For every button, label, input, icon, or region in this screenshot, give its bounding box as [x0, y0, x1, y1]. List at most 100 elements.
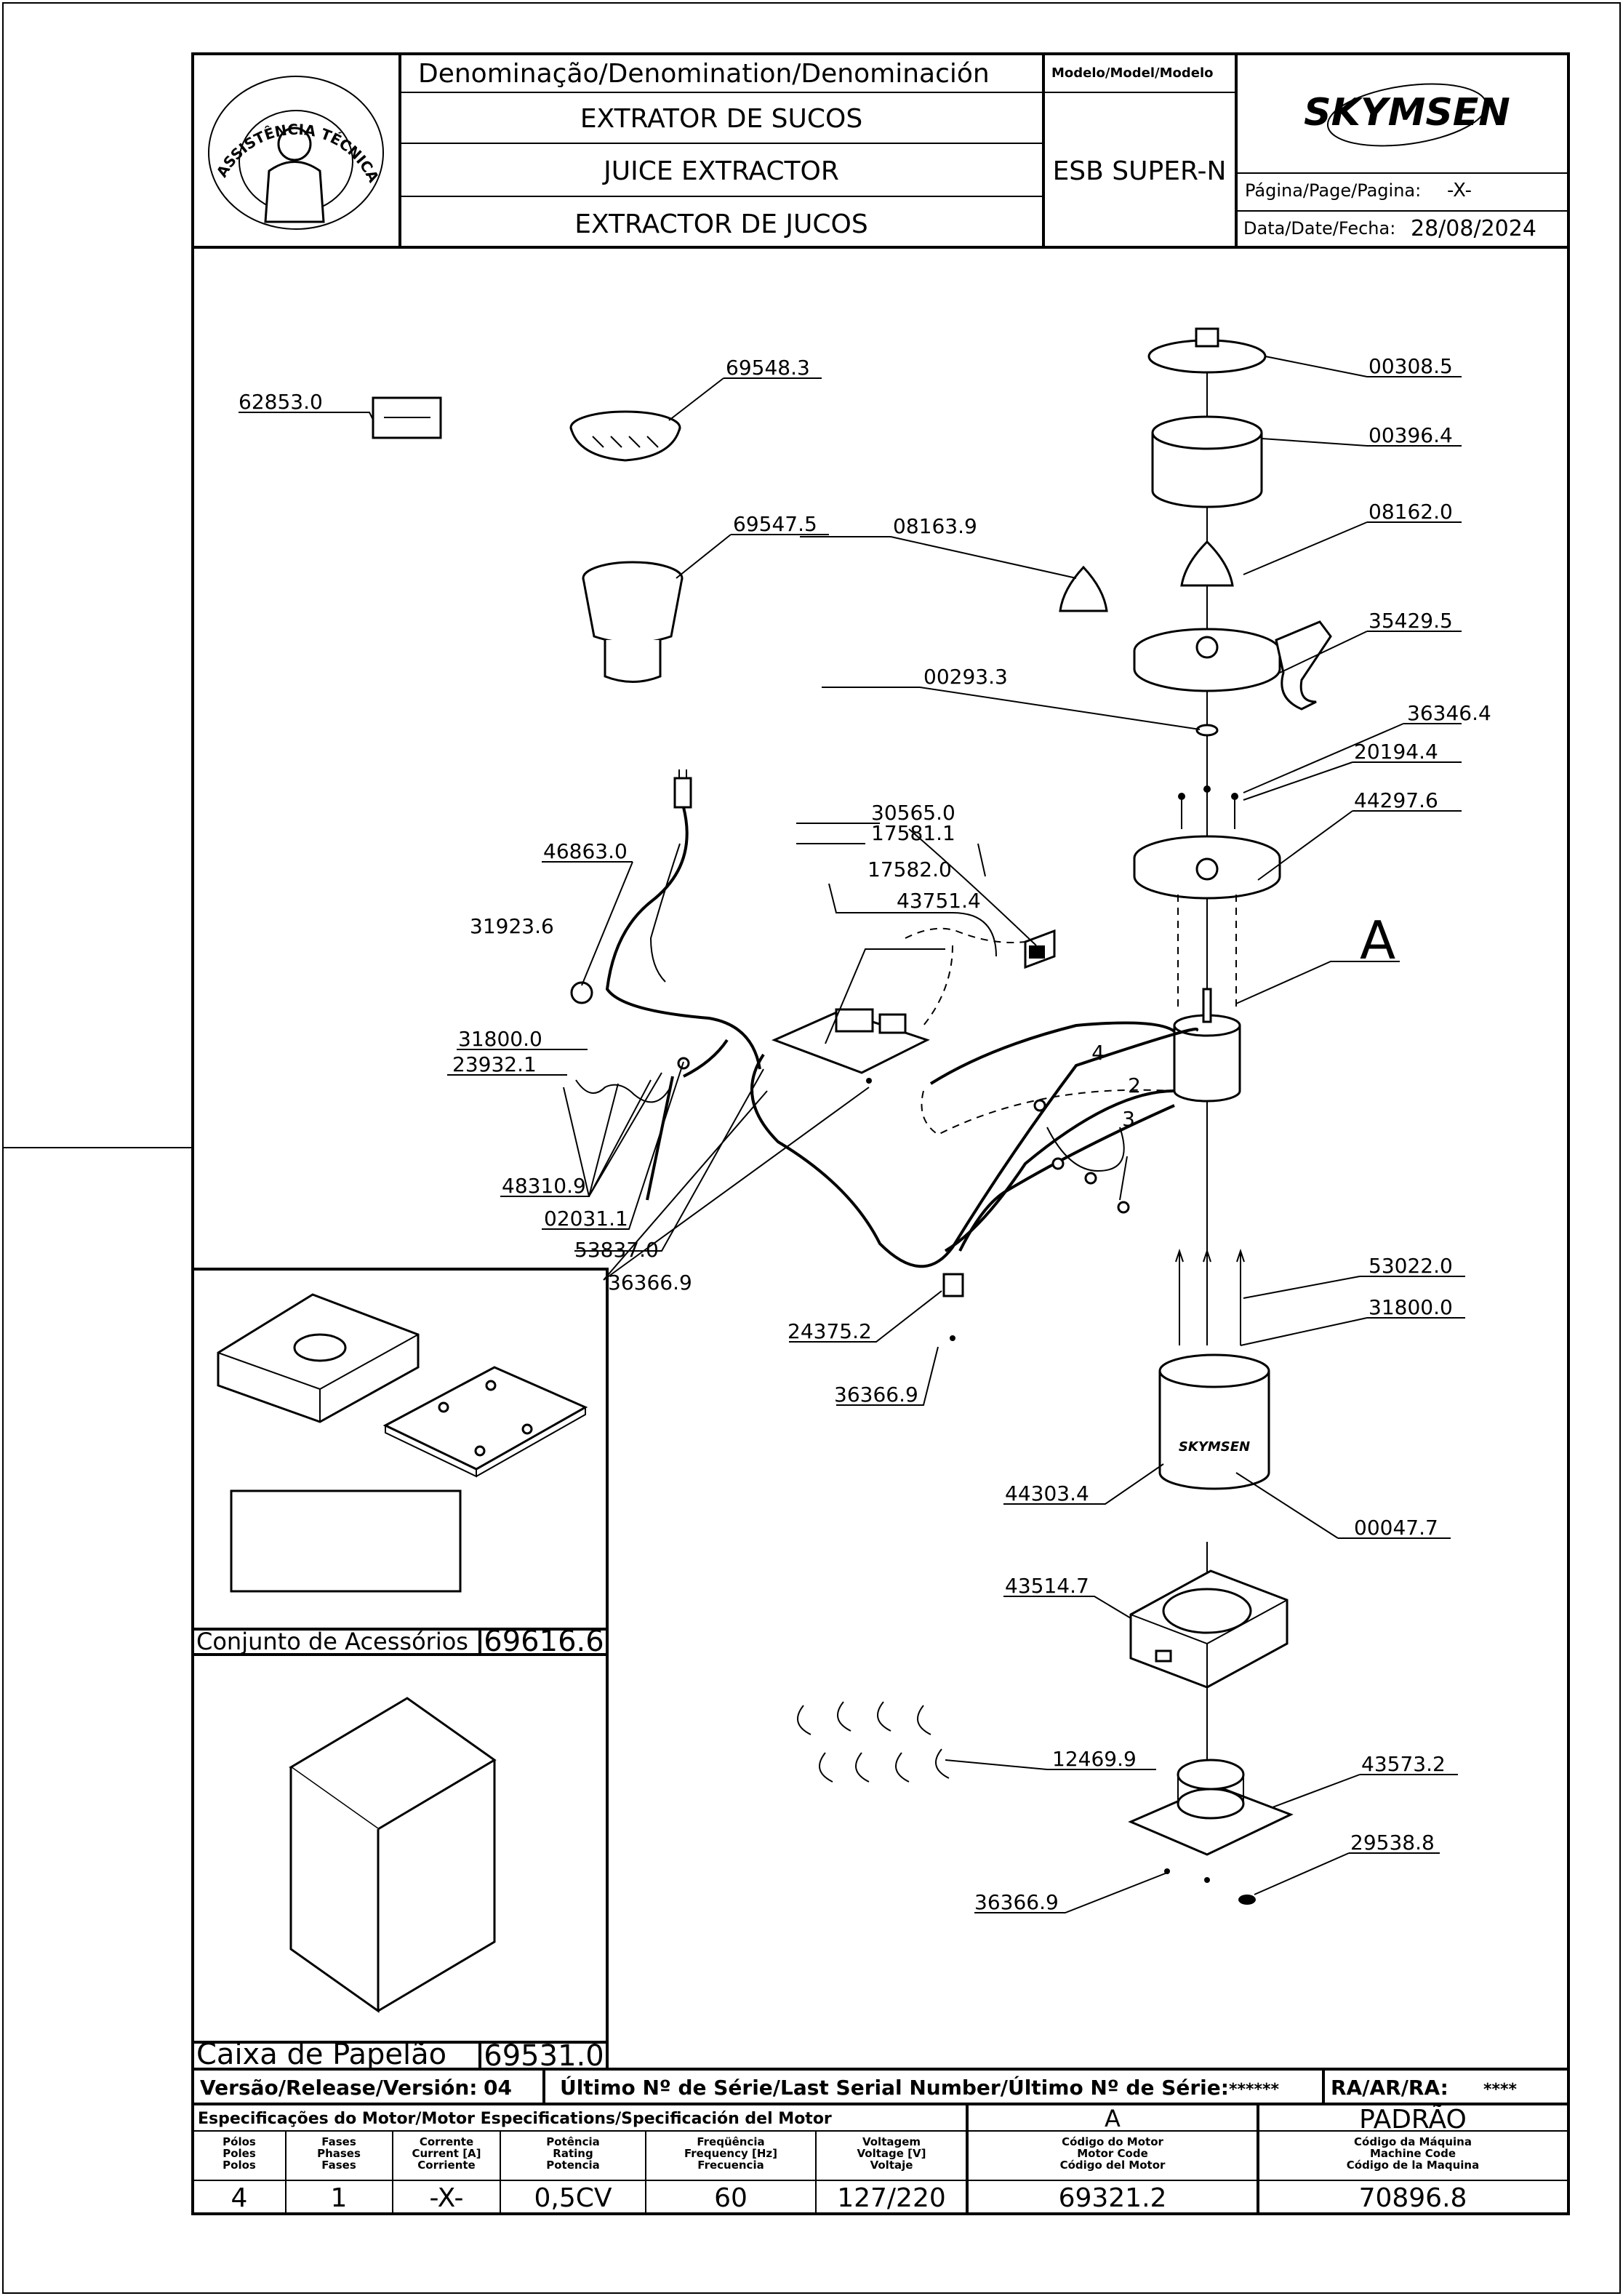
cup-part	[582, 561, 684, 683]
svg-text:SKYMSEN: SKYMSEN	[1179, 1439, 1250, 1455]
small-cone-part	[1059, 565, 1108, 612]
box-code: 69531.0	[484, 2039, 604, 2073]
model-value: ESB SUPER-N	[1053, 156, 1227, 186]
part-number-label: 31923.6	[470, 914, 554, 938]
box-label: Caixa de Papelão	[196, 2038, 446, 2071]
part-number-label: 29538.8	[1350, 1831, 1435, 1855]
part-number-label: 08162.0	[1368, 500, 1453, 524]
part-number-label: 69548.3	[726, 356, 810, 380]
strainer-part	[1133, 620, 1332, 711]
part-number-label: 17582.0	[867, 857, 952, 881]
name-es: EXTRACTOR DE JUCOS	[574, 209, 867, 239]
denomination-label: Denominação/Denomination/Denominación	[418, 59, 990, 89]
spec-header-line: Motor Code	[1077, 2147, 1148, 2160]
part-number-label: 36366.9	[834, 1383, 918, 1407]
wiring-harness	[683, 927, 1199, 1268]
screws-part	[1178, 785, 1238, 829]
part-number-label: 43751.4	[897, 889, 981, 913]
page-label: Página/Page/Pagina:	[1245, 180, 1421, 201]
name-en: JUICE EXTRACTOR	[602, 156, 839, 186]
version-value: 04	[484, 2076, 512, 2100]
spec-header-line: Código da Máquina	[1354, 2135, 1472, 2148]
ring-part	[1151, 415, 1263, 508]
spec-header-line: Machine Code	[1370, 2147, 1456, 2160]
svg-text:SKYMSEN: SKYMSEN	[1304, 91, 1510, 135]
ra-value: ****	[1483, 2081, 1518, 2099]
part-number-label: 69547.5	[733, 512, 817, 536]
part-number-label: 44303.4	[1005, 1481, 1089, 1505]
spec-header-line: Rating	[553, 2147, 593, 2160]
part-number-label: 31800.0	[458, 1027, 542, 1051]
motor-cover-part: SKYMSEN	[1158, 1353, 1270, 1490]
date-label: Data/Date/Fecha:	[1243, 218, 1395, 239]
part-number-label: 12469.9	[1052, 1747, 1137, 1771]
part-number-label: 31800.0	[1368, 1295, 1453, 1319]
terminal-block-part	[942, 1273, 964, 1297]
part-number-label: 36366.9	[608, 1271, 692, 1295]
spec-header-line: Código del Motor	[1060, 2159, 1166, 2172]
clips-part	[797, 1701, 950, 1783]
upper-housing-part	[1133, 835, 1281, 1011]
spec-value: 70896.8	[1359, 2183, 1467, 2213]
spec-header-line: Poles	[223, 2147, 256, 2160]
box-panel: Caixa de Papelão 69531.0	[191, 1653, 609, 2073]
circuit-board-part	[772, 1008, 930, 1074]
spec-value: 127/220	[837, 2183, 946, 2213]
skymsen-logo: SKYMSEN	[1304, 83, 1510, 147]
spec-header-line: Voltaje	[870, 2159, 913, 2172]
spec-header-line: Freqüência	[697, 2135, 764, 2148]
part-number-label: 53022.0	[1368, 1254, 1453, 1278]
spec-header-line: Corriente	[417, 2159, 475, 2172]
base-part	[1129, 1569, 1289, 1689]
power-cord-part	[605, 769, 761, 1070]
part-labels: 00308.500396.408162.008163.935429.500293…	[239, 354, 1491, 1914]
spec-header-line: Voltage [V]	[857, 2147, 926, 2160]
spec-value: 60	[714, 2183, 748, 2213]
model-label: Modelo/Model/Modelo	[1051, 65, 1214, 81]
bottom-plate-part	[1128, 1759, 1294, 1856]
spec-value: 4	[231, 2183, 248, 2213]
spec-header-line: Corrente	[420, 2135, 473, 2148]
spec-value: -X-	[429, 2183, 463, 2213]
part-number-label: 30565.0	[871, 801, 955, 825]
name-pt: EXTRATOR DE SUCOS	[580, 104, 862, 134]
part-number-label: 24375.2	[788, 1319, 872, 1343]
leader-lines	[239, 356, 1465, 1913]
spec-header-line: Frequency [Hz]	[684, 2147, 777, 2160]
wire-number-3: 3	[1122, 1107, 1135, 1131]
part-number-label: 43573.2	[1361, 1752, 1446, 1776]
part-number-label: 02031.1	[544, 1207, 628, 1231]
sieve-part	[569, 410, 681, 462]
spec-header-line: Phases	[317, 2147, 361, 2160]
spec-header-line: Current [A]	[412, 2147, 481, 2160]
part-number-label: 62853.0	[239, 390, 323, 414]
page-value: -X-	[1447, 180, 1472, 201]
drawing-frame	[191, 52, 1570, 2215]
part-number-label: 08163.9	[893, 514, 977, 538]
part-number-label: 44297.6	[1354, 788, 1438, 812]
serial-label: Último Nº de Série/Last Serial Number/Úl…	[560, 2075, 1229, 2100]
washer-part	[1195, 724, 1219, 737]
ra-label: RA/AR/RA:	[1331, 2076, 1448, 2100]
spec-value: 0,5CV	[534, 2183, 612, 2213]
part-number-label: 48310.9	[502, 1174, 586, 1198]
spec-header-line: Frecuencia	[697, 2159, 764, 2172]
version-label: Versão/Release/Versión:	[200, 2076, 477, 2100]
motor-column: A	[1105, 2105, 1121, 2132]
part-number-label: 00047.7	[1354, 1516, 1438, 1540]
spec-header-line: Código do Motor	[1062, 2135, 1163, 2148]
spec-value: 1	[331, 2183, 348, 2213]
part-number-label: 53837.0	[574, 1238, 659, 1262]
wire-number-4: 4	[1091, 1041, 1105, 1065]
spec-header-line: Fases	[321, 2159, 356, 2172]
standard-column: PADRÃO	[1359, 2104, 1467, 2135]
parts-artwork: A SKYMSEN	[372, 327, 1400, 1905]
cone-part	[1180, 540, 1234, 587]
wire-number-2: 2	[1128, 1073, 1141, 1097]
spec-header-line: Potência	[546, 2135, 599, 2148]
part-number-label: 23932.1	[452, 1052, 537, 1076]
rods-part	[1175, 1248, 1245, 1345]
date-value: 28/08/2024	[1411, 216, 1536, 241]
spec-header-line: Potencia	[546, 2159, 599, 2172]
